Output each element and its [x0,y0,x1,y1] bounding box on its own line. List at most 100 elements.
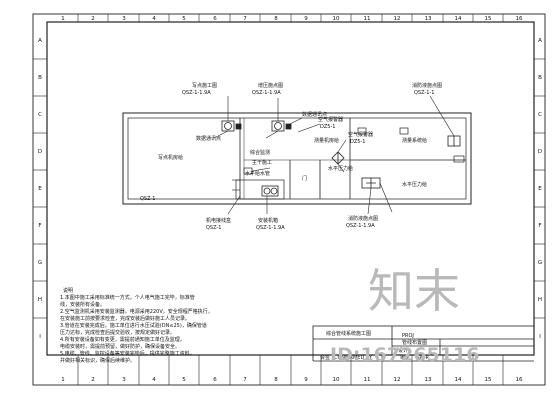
grid-number: 7 [243,377,247,383]
grid-number: 2 [91,377,95,383]
grid-number: 8 [274,377,278,383]
grid-letter: G [538,260,542,266]
grid-number: 15 [485,377,492,383]
grid-letter: F [38,223,41,229]
grid-number: 16 [516,16,523,22]
room-label: QSZ-1 [140,196,155,202]
grid-number: 9 [304,377,308,383]
grid-letter: D [538,149,542,155]
callout-label: DZ5-1 [320,124,335,130]
grid-letter: C [38,112,42,118]
grid-letter: I [39,334,41,340]
note-line: 2.空气监测机采用安装监测器，电源采用220V，安全规程严格执行， [60,308,213,315]
grid-letter: I [539,334,541,340]
callout-label: QSZ-1-1.9A [252,90,281,96]
note-line: 4.所有安装设备如有变更，需提前通知施工单位及监理， [60,336,185,343]
outer-border [32,13,546,386]
callout-label: 消防液施点图 [412,82,442,89]
grid-number: 9 [304,16,308,22]
watermark-logo: 知末 [368,264,460,318]
proj-label: PROJ [402,333,414,339]
room-label: 主干施工 [252,159,272,166]
grid-number: 1 [61,16,65,22]
grid-number: 3 [122,377,126,383]
approved-label: 审定 [400,354,410,361]
grid-letter: H [538,297,542,303]
confirmed-label: 会签 [320,354,330,361]
grid-number: 13 [425,377,432,383]
note-line: 5.电缆、管线、监控设备等安装完毕后，提供完整施工资料， [60,350,195,357]
room-label: 测量机房给 [314,137,339,144]
grid-letter: A [538,38,542,44]
grid-number: 16 [516,377,523,383]
grid-number: 14 [455,377,462,383]
project-name: 综合管线系统施工图 [326,330,371,337]
room-label: 水平给水管 [245,170,270,177]
grid-letter: G [38,260,42,266]
room-label: 综合监测 [250,149,270,156]
note-line: 并做好相关标识，确保后续维护。 [60,357,135,364]
small-box [357,127,367,135]
watermark-id: ID:167265116 [330,344,479,366]
valve-symbol [331,151,345,165]
grid-number: 12 [394,377,401,383]
grid-number: 8 [274,16,278,22]
callout-label: 数据通讯点 [196,135,221,142]
grid-index-top: 1 2 3 4 5 6 7 8 9 10 11 12 13 14 15 16 [61,16,523,22]
grid-number: 15 [485,16,492,22]
room-label: 测量系统给 [402,137,427,144]
small-box [453,155,465,163]
grid-letter: H [38,297,42,303]
title-block [312,325,535,362]
grid-letter: D [38,149,42,155]
callout-label: 消防液施点图 [348,215,378,222]
callout-label: QSZ-1-1.9A [182,90,211,96]
note-line: 压力达标，完成检查后提交验收，按规定做好记录。 [60,329,175,336]
grid-number: 10 [333,377,340,383]
callout-label: 机电接线盒 [206,217,231,224]
grid-letter: B [38,75,42,81]
small-box [399,127,409,135]
grid-number: 6 [213,16,217,22]
floor-plan [122,112,472,205]
grid-index-bottom: 1 2 3 4 5 6 7 8 9 10 11 12 13 14 15 16 [61,377,523,383]
approved-en: APPR [416,355,429,361]
grid-number: 5 [182,377,186,383]
note-line: 1.本图中施工采用标准统一方式，个人电气施工完毕，标准管 [60,294,195,301]
note-line: 在安装施工前按要求检查，完成安装后做好施工人员记录。 [60,315,190,322]
grid-index-left: A B C D E F G H I [38,38,42,340]
grid-number: 3 [122,16,126,22]
grid-number: 14 [455,16,462,22]
callout-label: 空气报警器 [348,131,373,138]
grid-letter: C [538,112,542,118]
leader-lines [213,95,455,215]
room-label: 水平压力给 [328,165,353,172]
room-label: 水平压力给 [402,181,427,188]
grid-letter: F [538,223,541,229]
note-line: 3.管道在安装完成后，施工单位进行水压试验(DN≤25)，确保管道 [60,322,207,329]
design-label: 设计 [398,347,408,354]
callout-label: 增压施点图 [258,82,283,89]
grid-index-right: A B C D E F G H I [538,38,542,340]
grid-letter: E [38,186,42,192]
callout-label: QSZ-1-1.9A [346,223,375,229]
grid-number: 2 [91,16,95,22]
notes-block: 说明 1.本图中施工采用标准统一方式，个人电气施工完毕，标准管 线，安装所有设备… [60,287,213,364]
grid-number: 6 [213,377,217,383]
callout-label: 安装机箱 [258,217,278,224]
device-box-3 [261,185,279,197]
notes-heading: 说明 [63,287,73,294]
note-line: 电缆安装时，需提前预留，做好防护，确保设备安全。 [60,343,180,350]
callout-label: 空气报警器 [318,116,343,123]
grid-number: 4 [152,16,156,22]
callout-label: 写点施工图 [192,82,217,89]
grid-number: 1 [61,377,65,383]
callout-label: QSZ-1-1 [414,90,434,96]
grid-number: 11 [364,377,371,383]
inner-border [46,21,535,356]
room-label: 门 [302,175,307,182]
callout-label: DZ5-1 [350,139,365,145]
confirmed-en: CONFIRMED BY [334,355,373,361]
grid-number: 10 [333,16,340,22]
